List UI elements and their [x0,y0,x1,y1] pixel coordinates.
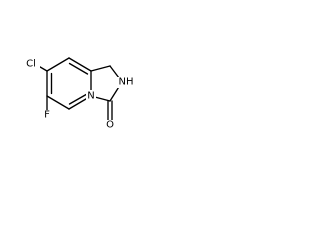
fluorine-label: F [44,110,50,121]
chlorine-label: Cl [26,59,36,70]
nh-label: NH [119,77,134,88]
bond-c5-c4 [46,95,70,110]
bond-c8-c7 [68,57,92,72]
bridgehead-nitrogen-label: N [87,91,94,102]
bond-c8a-c1 [90,65,111,72]
structure-canvas: Cl F N NH O [0,0,152,152]
bond-c4-n-inner [68,93,88,105]
bond-c8-c7-inner [68,62,89,75]
oxygen-label: O [106,120,114,131]
bond-c7-c6 [46,57,70,72]
molecule-drawing: Cl F N NH O [24,57,134,132]
